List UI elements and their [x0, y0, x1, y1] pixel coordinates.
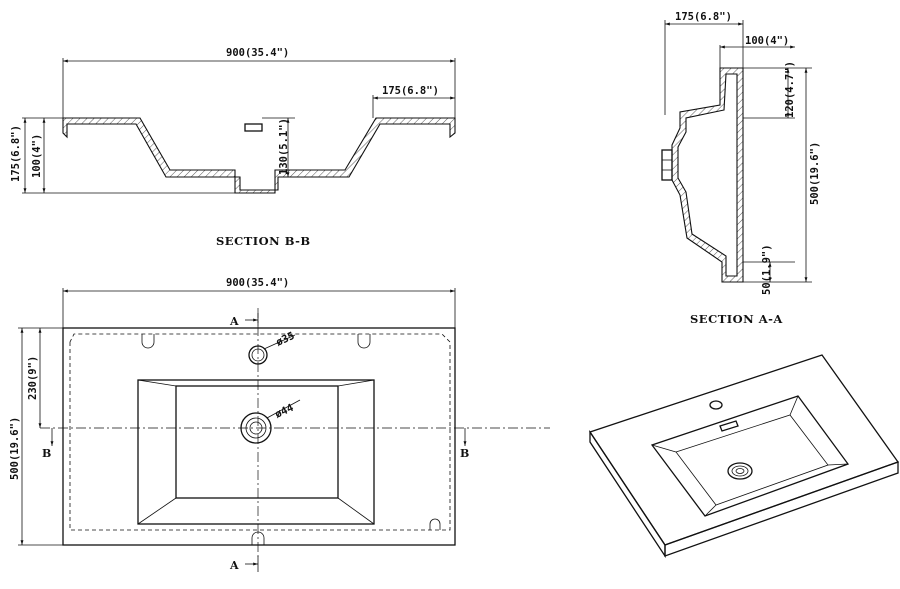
section-b-caption: SECTION B-B: [216, 234, 311, 248]
section-a-top-100-dim: 100(4"): [745, 35, 789, 47]
plan-outline: [62, 327, 456, 546]
isometric-view: [588, 354, 900, 559]
section-b-ledge-height-dim: 100(4"): [31, 134, 43, 178]
section-a-profile: [671, 67, 744, 283]
plan-view: 900(35.4") ø35 ø44 A: [9, 277, 550, 572]
section-a-right-500-dim: 500(19.6"): [809, 142, 821, 205]
iso-tap-hole: [709, 400, 723, 410]
plan-depth-dim: 500(19.6"): [9, 417, 21, 480]
basin-outer: [137, 379, 375, 525]
iso-drain: [727, 462, 753, 480]
cut-marker-b-left: B: [42, 447, 51, 460]
section-b-ledge-dim: 175(6.8"): [382, 85, 439, 97]
section-b-b: 900(35.4") 175(6.8") 175(6.8") 100(4") 1…: [10, 47, 456, 248]
section-a-right-120-dim: 120(4.7"): [784, 61, 796, 118]
section-a-caption: SECTION A-A: [690, 312, 783, 326]
plan-width-dim: 900(35.4"): [226, 277, 289, 289]
section-a-top-175-dim: 175(6.8"): [675, 11, 732, 23]
section-a-right-50-dim: 50(1.9"): [761, 244, 773, 295]
section-b-bowl-depth-dim: 130(5.1"): [278, 118, 290, 175]
cut-marker-a-top: A: [229, 315, 239, 328]
section-b-profile: [62, 117, 456, 194]
section-a-a: 175(6.8") 100(4") 120(4.7") 500(19.6") 5…: [661, 11, 821, 326]
section-b-width-dim: 900(35.4"): [226, 47, 289, 59]
cut-marker-a-bottom: A: [229, 559, 239, 572]
tap-hole-dim: ø35: [274, 330, 296, 349]
cut-marker-b-right: B: [460, 447, 469, 460]
basin-inner: [175, 385, 339, 499]
iso-basin-rim: [650, 395, 850, 517]
plan-tap-offset-dim: 230(9"): [27, 356, 39, 400]
section-b-total-height-dim: 175(6.8"): [10, 125, 22, 182]
